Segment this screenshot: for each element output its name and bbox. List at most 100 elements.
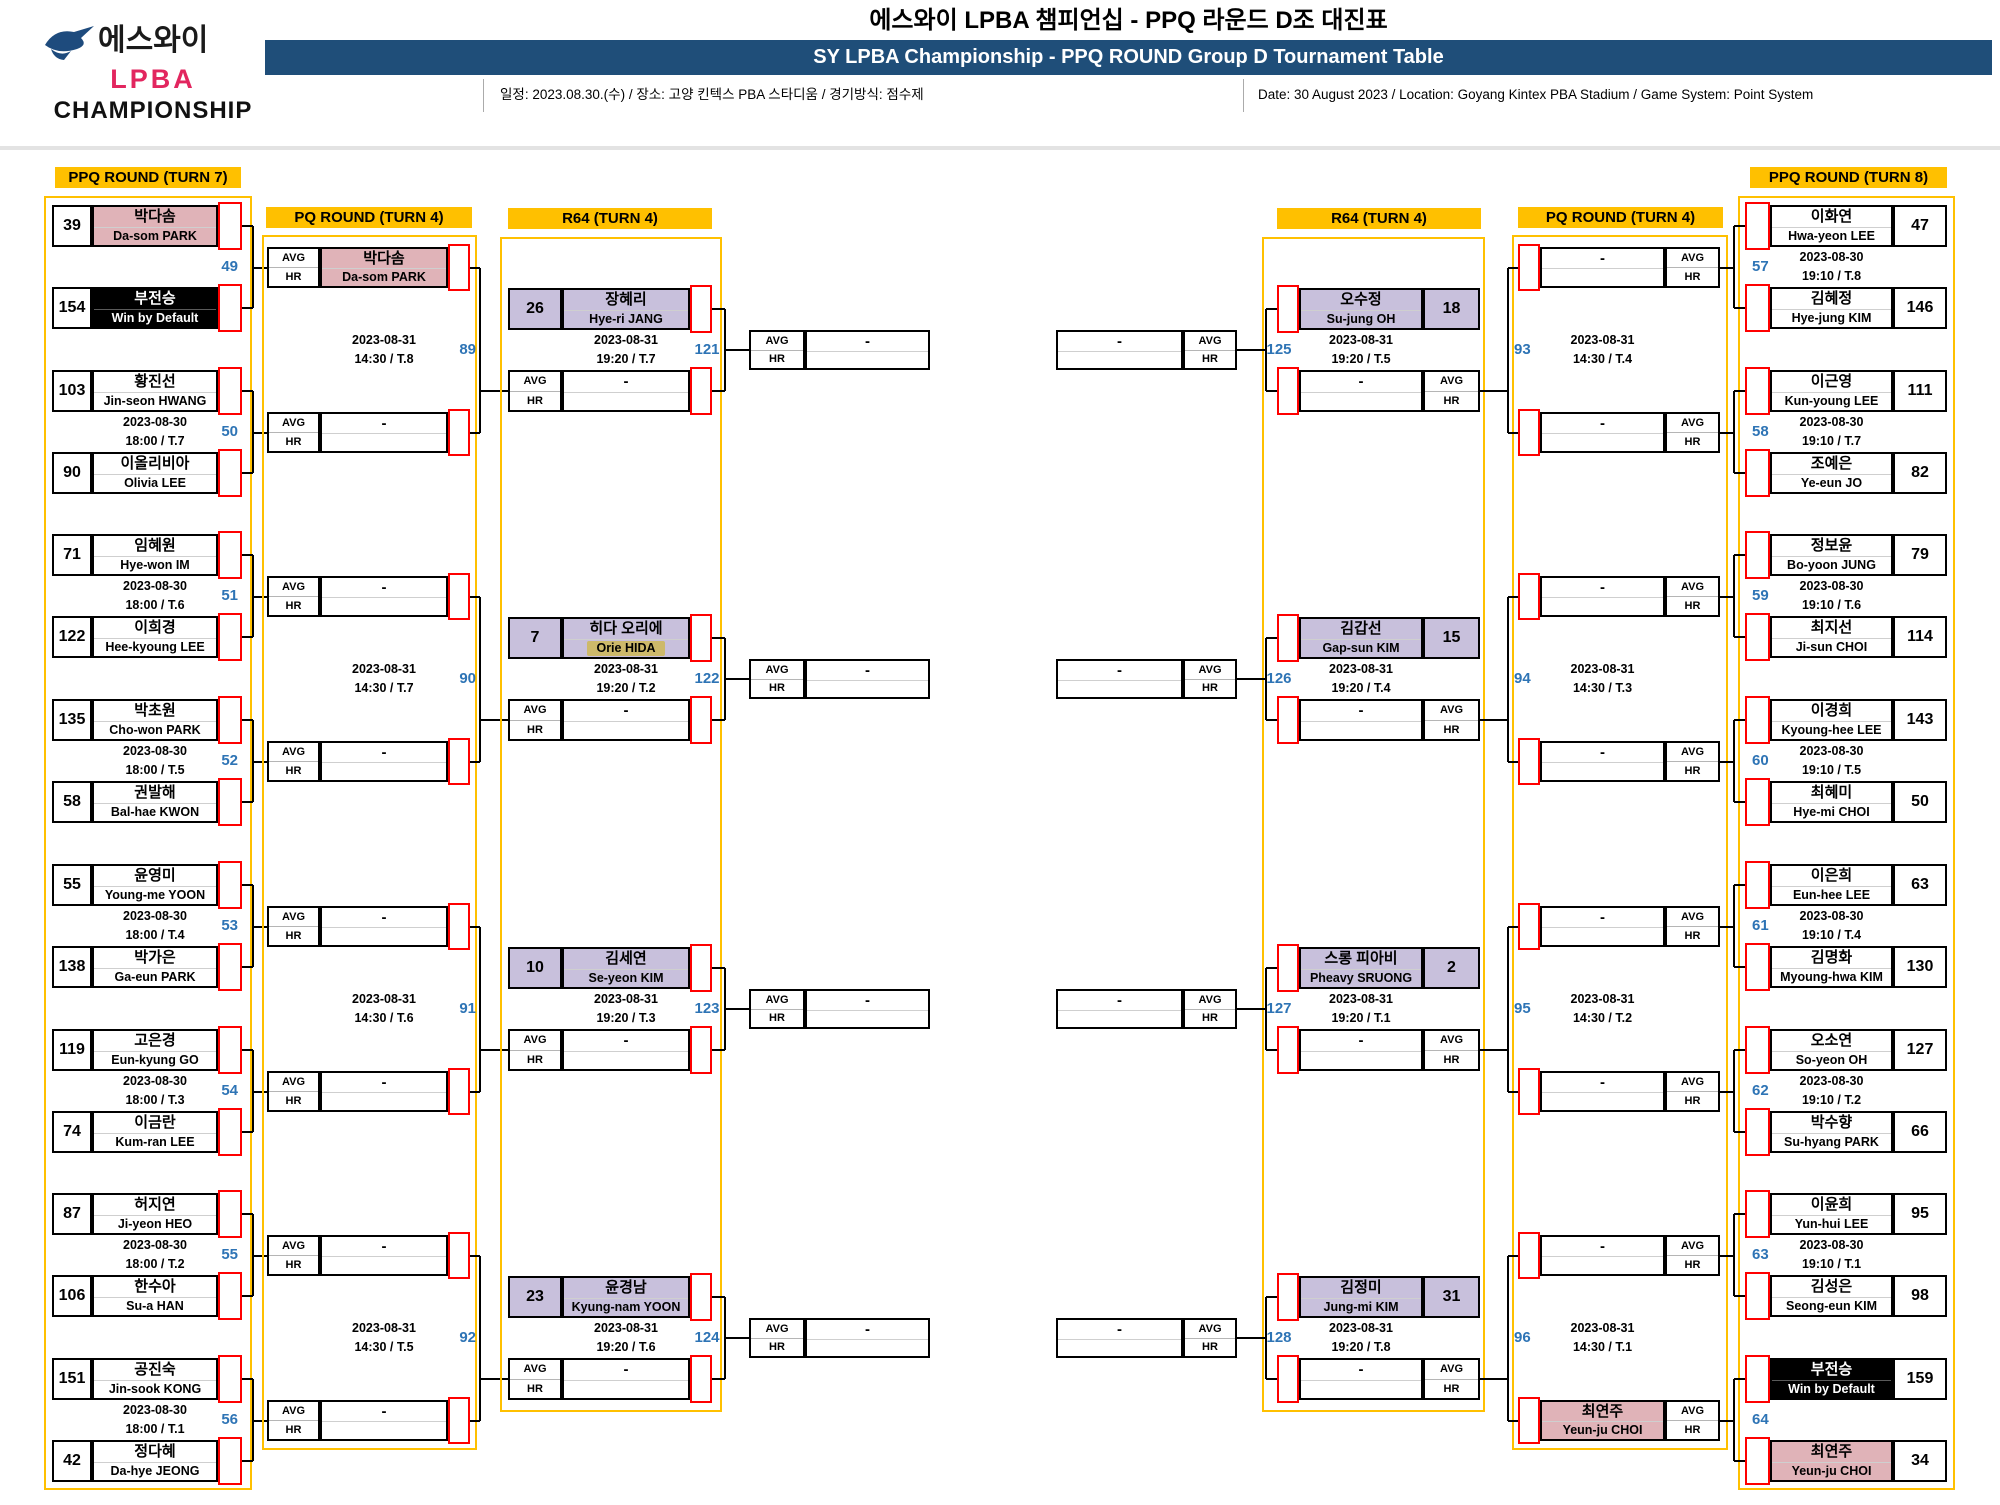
hr-label: HR [769, 1012, 785, 1025]
connector-line [253, 267, 267, 269]
connector-line [1507, 597, 1509, 762]
connector-line [1734, 1460, 1745, 1462]
avg-label: AVG [751, 991, 803, 1010]
player-number: 154 [52, 287, 92, 329]
player-number: 106 [52, 1275, 92, 1317]
player-name-kr: 공진숙 [94, 1360, 216, 1381]
match-number: 123 [694, 1000, 720, 1017]
winner-slot-dash: - [807, 661, 928, 681]
player-name-kr: 장혜리 [564, 290, 688, 311]
hr-label: HR [527, 1053, 543, 1066]
winner-slot-dash: - [1058, 332, 1181, 352]
score-box [1745, 1355, 1770, 1403]
connector-line [1733, 1050, 1735, 1132]
winner-slot-empty [322, 763, 446, 780]
player-name-kr: 최지선 [1772, 618, 1891, 639]
winner-slot-dash: - [1058, 661, 1181, 681]
winner-slot-box: - [1299, 370, 1423, 412]
player-name-kr: 히다 오리에 [564, 619, 688, 640]
avg-label: AVG [1425, 372, 1478, 392]
avg-label: AVG [1185, 332, 1235, 351]
score-box [1277, 1355, 1299, 1403]
hr-label: HR [285, 765, 302, 777]
player-name-en: Kun-young LEE [1784, 394, 1879, 409]
match-number: 126 [1266, 670, 1292, 687]
winner-slot-box: - [1540, 741, 1665, 782]
connector-line [470, 1255, 480, 1257]
player-name-kr: 윤경남 [564, 1278, 688, 1299]
connector-line [1720, 596, 1734, 598]
score-box [1277, 367, 1299, 415]
score-box [448, 1068, 470, 1115]
connector-line [712, 1296, 725, 1298]
connector-line [1508, 1420, 1518, 1422]
player-name-en: Da-som PARK [113, 229, 197, 244]
hr-label: HR [1684, 600, 1701, 612]
connector-line [1266, 1049, 1277, 1051]
connector-line [1734, 801, 1745, 803]
player-name-kr: 스롱 피아비 [1301, 949, 1421, 970]
avg-label: AVG [510, 1031, 560, 1051]
connector-line [1720, 267, 1734, 269]
connector-line [1734, 1378, 1745, 1380]
connector-line [1237, 1337, 1266, 1339]
match-number: 89 [459, 341, 476, 358]
winner-slot-empty [1301, 1052, 1421, 1069]
match-number: 125 [1266, 341, 1292, 358]
match-date: 2023-08-30 [123, 909, 187, 923]
player-number: 47 [1893, 205, 1947, 247]
player-name-kr: 최연주 [1772, 1442, 1891, 1463]
connector-line [470, 267, 480, 269]
connector-line [1733, 226, 1735, 308]
winner-slot-dash: - [1058, 1320, 1181, 1340]
match-time: 14:30 / T.8 [354, 352, 414, 366]
player-number: 58 [52, 781, 92, 823]
match-date: 2023-08-31 [594, 662, 658, 676]
score-box [218, 1108, 242, 1156]
connector-line [712, 1049, 725, 1051]
player-name-en: Su-hyang PARK [1784, 1135, 1879, 1150]
player-name-en: Hee-kyoung LEE [105, 640, 205, 655]
winner-slot-box: - [1056, 659, 1183, 699]
logo-text-championship: CHAMPIONSHIP [53, 97, 253, 124]
player-name-en: Yeun-ju CHOI [1791, 1464, 1872, 1479]
score-box [218, 696, 242, 744]
winner-slot-empty [1058, 1011, 1181, 1027]
connector-line [242, 1213, 253, 1215]
match-time: 18:00 / T.1 [125, 1422, 185, 1436]
connector-line [1266, 308, 1277, 310]
score-box [448, 1397, 470, 1444]
player-name-en: Da-hye JEONG [110, 1464, 200, 1479]
player-name-kr: 고은경 [94, 1031, 216, 1052]
connector-line [242, 472, 253, 474]
match-time: 14:30 / T.6 [354, 1011, 414, 1025]
player-name-en: So-yeon OH [1795, 1053, 1868, 1068]
match-date: 2023-08-30 [123, 579, 187, 593]
winner-slot-box: - [1540, 576, 1665, 617]
hr-label: HR [1443, 723, 1460, 736]
player-number: 159 [1893, 1358, 1947, 1400]
hr-label: HR [1684, 765, 1701, 777]
winner-slot-box: - [805, 330, 930, 370]
winner-slot-box: - [320, 906, 448, 947]
match-date: 2023-08-31 [1570, 333, 1635, 347]
match-time: 19:20 / T.7 [596, 352, 656, 366]
player-name-kr: 정보윤 [1772, 536, 1891, 557]
match-date: 2023-08-31 [352, 1321, 416, 1335]
hr-label: HR [285, 600, 302, 612]
match-time: 19:10 / T.6 [1801, 598, 1862, 612]
seed-number: 10 [508, 947, 562, 989]
connector-line [1480, 1378, 1508, 1380]
